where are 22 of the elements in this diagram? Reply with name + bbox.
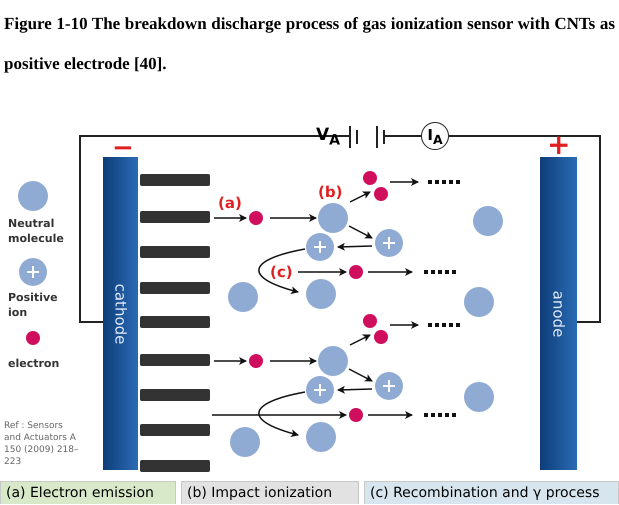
process-tab: (a) Electron emission: [0, 481, 176, 504]
process-tab: (c) Recombination and γ process: [364, 481, 619, 504]
electrode-label: anode: [550, 290, 568, 337]
legend-label: Neutral molecule: [8, 216, 65, 246]
process-label: (c): [270, 263, 293, 281]
electrode-label: cathode: [112, 283, 130, 344]
figure-caption: Figure 1-10 The breakdown discharge process of gas ionization sensor with CNTs as positive electrode [40].: [4, 13, 615, 75]
legend-label: Positive ion: [8, 290, 59, 320]
process-label: (a): [218, 194, 242, 212]
wire: [449, 135, 601, 323]
ammeter-symbol: I$_{A}$: [421, 122, 449, 150]
legend-label: electron: [8, 356, 60, 371]
minus-sign: −: [112, 133, 134, 163]
battery-symbol: [349, 126, 385, 148]
electrode-bar: [540, 157, 577, 470]
process-label: (b): [318, 183, 342, 201]
reference-note: Ref : Sensors and Actuators A 150 (2009) 218–223: [4, 420, 80, 468]
wire: [385, 135, 421, 137]
process-tab: (b) Impact ionization: [181, 481, 359, 504]
wire: [79, 135, 349, 323]
electrode-bar: [103, 157, 138, 470]
plus-sign: +: [547, 128, 570, 161]
